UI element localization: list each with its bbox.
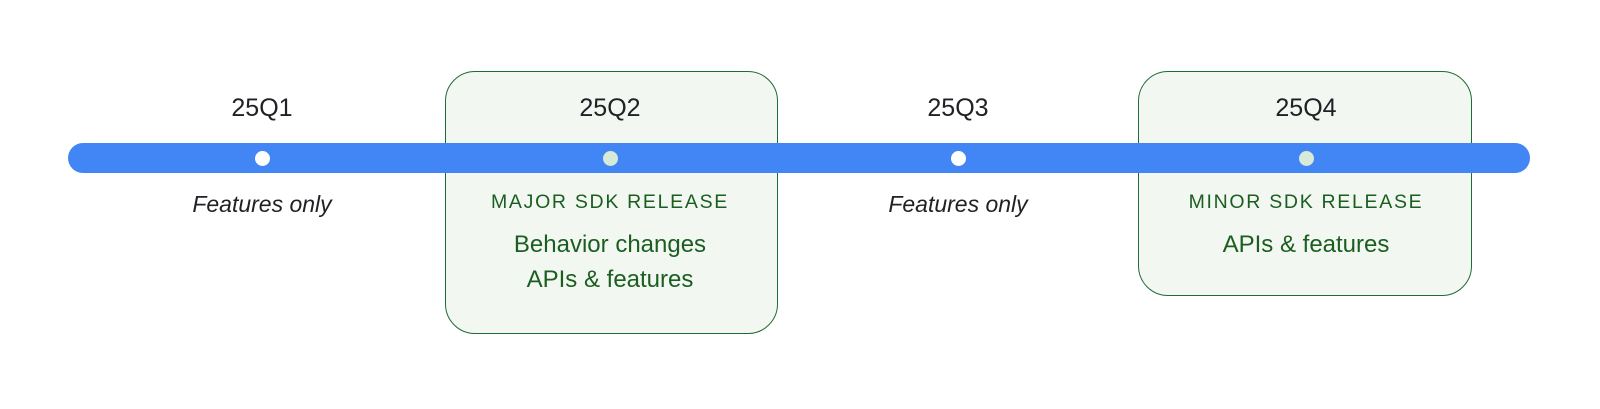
quarter-label-25q4: 25Q4 xyxy=(1275,94,1337,122)
milestone-dot-25q2 xyxy=(603,151,618,166)
milestone-body-25q2: MAJOR SDK RELEASE Behavior changes APIs … xyxy=(440,190,780,298)
release-kind-25q2: MAJOR SDK RELEASE xyxy=(490,191,730,213)
release-detail-25q2-behavior: Behavior changes xyxy=(513,231,707,259)
release-detail-25q4-apis: APIs & features xyxy=(1222,231,1390,259)
release-detail-25q2-apis: APIs & features xyxy=(526,266,694,294)
milestone-dot-25q3 xyxy=(951,151,966,166)
release-card-25q4 xyxy=(1138,71,1472,296)
quarter-label-25q2: 25Q2 xyxy=(579,94,641,122)
release-kind-25q4: MINOR SDK RELEASE xyxy=(1188,191,1424,213)
milestone-body-25q4: MINOR SDK RELEASE APIs & features xyxy=(1136,190,1476,263)
milestone-body-25q3: Features only xyxy=(788,190,1128,219)
features-only-note-25q1: Features only xyxy=(192,191,332,217)
milestone-dot-25q4 xyxy=(1299,151,1314,166)
quarter-label-25q1: 25Q1 xyxy=(231,94,293,122)
timeline-rail xyxy=(68,143,1530,173)
milestone-dot-25q1 xyxy=(255,151,270,166)
release-card-25q2 xyxy=(445,71,778,334)
features-only-note-25q3: Features only xyxy=(888,191,1028,217)
milestone-body-25q1: Features only xyxy=(92,190,432,219)
quarter-label-25q3: 25Q3 xyxy=(927,94,989,122)
